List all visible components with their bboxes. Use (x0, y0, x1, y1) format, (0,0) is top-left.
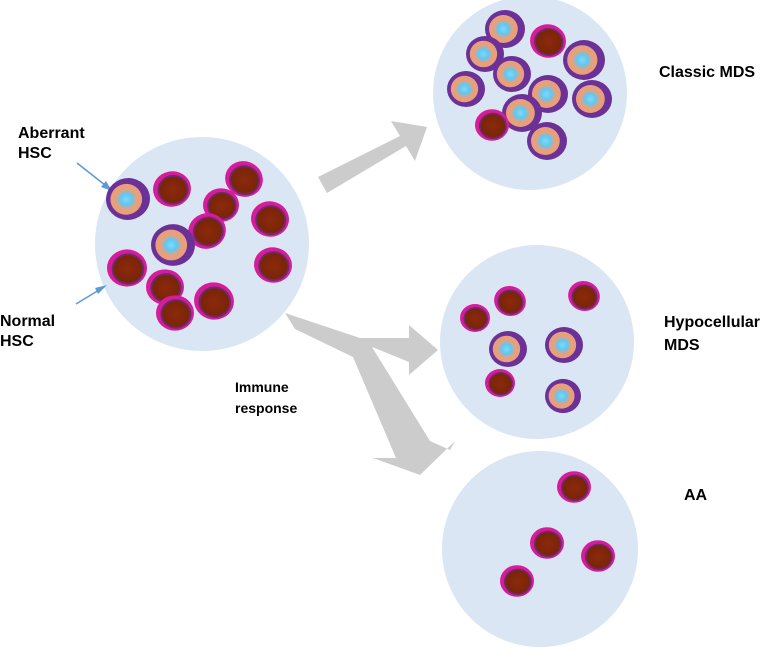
normal-hsc-cell (203, 188, 239, 222)
aberrant-hsc-cell (151, 224, 195, 266)
normal-hsc-cell (188, 213, 226, 249)
aberrant-hsc-cell (493, 55, 531, 93)
normal-hsc-cell (153, 171, 191, 207)
normal-label-line2: HSC (0, 333, 34, 350)
normal-hsc-cell (194, 282, 234, 320)
normal-hsc-cell (460, 304, 490, 332)
aberrant-hsc-cell (466, 35, 504, 73)
aberrant-hsc-cell (545, 378, 581, 414)
hypocellular-label-line2: MDS (664, 337, 700, 354)
normal-hsc-cell (581, 540, 615, 572)
normal-hsc-cell (254, 247, 292, 283)
immune-label-line2: response (235, 400, 297, 416)
aberrant-pointer-arrow (76, 162, 112, 191)
arrow-to-classic-mds (318, 121, 427, 193)
aberrant-hsc-cell (545, 326, 583, 364)
normal-hsc-cell (530, 527, 564, 559)
normal-hsc-cell (475, 109, 509, 141)
hypocellular-label-line1: Hypocellular (664, 314, 760, 331)
normal-hsc-cell (485, 369, 515, 397)
classic-mds-label: Classic MDS (659, 64, 755, 81)
normal-pointer-arrow (75, 285, 107, 305)
normal-hsc-cell (530, 24, 566, 58)
aberrant-hsc-cell (447, 70, 485, 108)
aa-label: AA (684, 487, 708, 504)
normal-hsc-cell (494, 285, 526, 317)
aberrant-hsc-cell (572, 80, 612, 118)
normal-hsc-cell (568, 280, 600, 312)
aberrant-hsc-cell (106, 178, 150, 220)
immune-label-line1: Immune (235, 379, 289, 395)
normal-hsc-cell (557, 471, 591, 503)
normal-hsc-cell (251, 201, 289, 237)
hypocellular-mds-circle (440, 245, 634, 439)
aberrant-hsc-cell (527, 122, 567, 160)
aberrant-hsc-cell (502, 94, 542, 132)
normal-hsc-cell (156, 295, 194, 331)
aberrant-label-line2: HSC (18, 145, 52, 162)
normal-hsc-cell (500, 565, 534, 597)
aberrant-hsc-cell (563, 40, 605, 80)
normal-hsc-cell (225, 161, 263, 197)
normal-label-line1: Normal (0, 313, 55, 330)
aberrant-hsc-cell (485, 10, 525, 48)
arrow-immune-branch (285, 313, 455, 475)
aberrant-hsc-cell (489, 330, 527, 368)
normal-hsc-cell (107, 249, 147, 287)
aberrant-label-line1: Aberrant (18, 125, 85, 142)
